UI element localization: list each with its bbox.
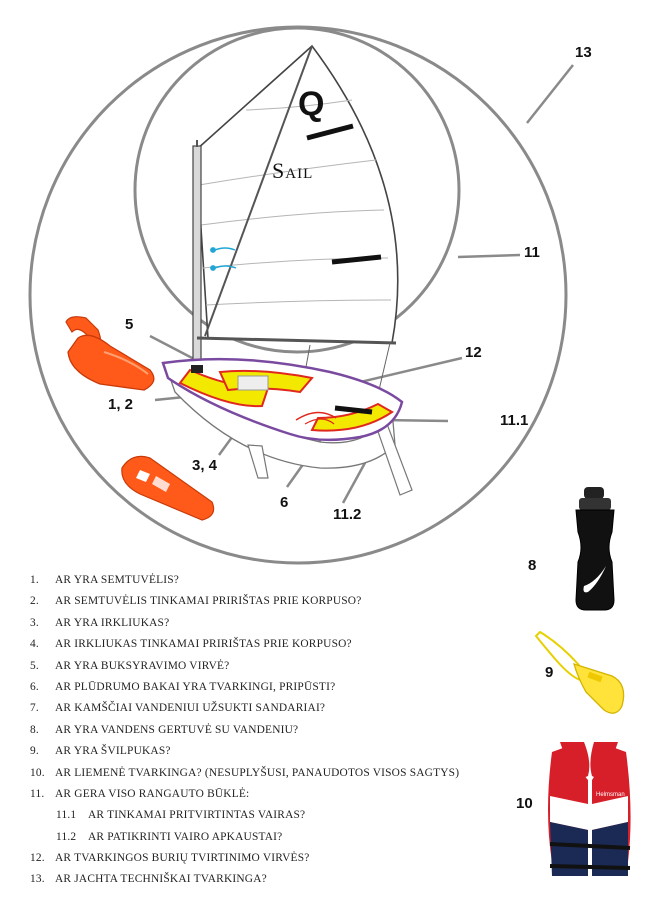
paddle bbox=[121, 455, 215, 521]
list-item: 13.AR JACHTA TECHNIŠKAI TVARKINGA? bbox=[30, 873, 267, 886]
list-item: 11.AR GERA VISO RANGAUTO BŪKLĖ: bbox=[30, 787, 250, 800]
callout-11-1: 11.1 bbox=[500, 412, 529, 429]
callout-6: 6 bbox=[280, 494, 289, 511]
water-bottle bbox=[575, 487, 615, 611]
list-item: 4.AR IRKLIUKAS TINKAMAI PRIRIŠTAS PRIE K… bbox=[30, 638, 352, 651]
list-item: 5.AR YRA BUKSYRAVIMO VIRVĖ? bbox=[30, 659, 230, 672]
list-item: 2.AR SEMTUVĖLIS TINKAMAI PRIRIŠTAS PRIE … bbox=[30, 595, 362, 608]
vest-brand-label: Helmsman bbox=[596, 792, 625, 798]
list-item: 10.AR LIEMENĖ TVARKINGA? (NESUPLYŠUSI, P… bbox=[30, 766, 460, 779]
callout-5: 5 bbox=[125, 316, 134, 333]
mast bbox=[192, 145, 202, 369]
callout-11: 11 bbox=[524, 244, 540, 261]
callout-11-2: 11.2 bbox=[333, 506, 362, 523]
life-vest bbox=[548, 742, 631, 876]
callout-13: 13 bbox=[575, 44, 592, 61]
list-item: 7.AR KAMŠČIAI VANDENIUI UŽSUKTI SANDARIA… bbox=[30, 702, 326, 715]
list-item: 12.AR TVARKINGOS BURIŲ TVIRTINIMO VIRVĖS… bbox=[30, 852, 310, 865]
callout-1-2: 1, 2 bbox=[108, 396, 134, 413]
bailer bbox=[65, 316, 155, 391]
checklist: 1.AR YRA SEMTUVĖLIS? 2.AR SEMTUVĖLIS TIN… bbox=[30, 570, 550, 891]
list-item: 1.AR YRA SEMTUVĖLIS? bbox=[30, 574, 180, 586]
daggerboard bbox=[247, 444, 269, 479]
sail-text: Sail bbox=[272, 158, 313, 183]
list-item: 3.AR YRA IRKLIUKAS? bbox=[30, 616, 170, 629]
callout-8: 8 bbox=[528, 557, 537, 574]
callout-9: 9 bbox=[545, 664, 554, 681]
callout-3-4: 3, 4 bbox=[192, 457, 218, 474]
list-item: 6.AR PLŪDRUMO BAKAI YRA TVARKINGI, PRIPŪ… bbox=[30, 680, 336, 693]
inner-circle-11 bbox=[133, 26, 461, 354]
hull-group bbox=[161, 357, 413, 496]
mainsail bbox=[195, 44, 399, 344]
callout-10: 10 bbox=[516, 795, 533, 812]
list-item: 9.AR YRA ŠVILPUKAS? bbox=[30, 745, 171, 758]
callout-12: 12 bbox=[465, 344, 482, 361]
sail-group bbox=[192, 44, 399, 421]
boom bbox=[196, 336, 397, 345]
whistle bbox=[534, 630, 625, 714]
list-item: 8.AR YRA VANDENS GERTUVĖ SU VANDENIU? bbox=[30, 723, 299, 736]
sail-logo: Q bbox=[298, 85, 324, 123]
